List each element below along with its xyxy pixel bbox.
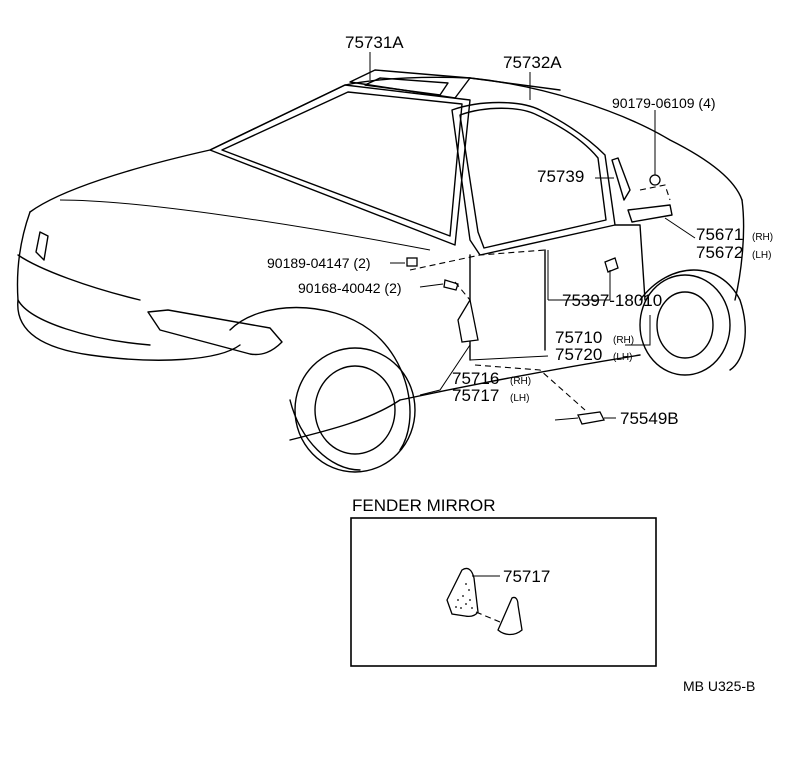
inset-title: FENDER MIRROR [352, 496, 496, 515]
label-75671: 75671 [696, 225, 743, 244]
label-75549B: 75549B [620, 409, 679, 428]
label-75672: 75672 [696, 243, 743, 262]
label-75672-side: (LH) [752, 250, 771, 261]
label-90168-40042: 90168-40042 (2) [298, 280, 402, 296]
label-75716-side: (RH) [510, 376, 531, 387]
leader-lines [369, 52, 696, 421]
car-body-drawing [16, 69, 746, 473]
small-parts [406, 174, 661, 425]
label-75732A: 75732A [503, 53, 562, 72]
inset-mirror-drawing [446, 567, 523, 636]
label-75717-side: (LH) [510, 393, 529, 404]
label-75671-side: (RH) [752, 232, 773, 243]
inset-frame [350, 517, 657, 667]
label-75739: 75739 [537, 167, 584, 186]
label-75720: 75720 [555, 345, 602, 364]
label-90189-04147: 90189-04147 (2) [267, 255, 371, 271]
label-90179-06109: 90179-06109 (4) [612, 95, 716, 111]
inset-label-75717: 75717 [503, 567, 550, 586]
label-75716: 75716 [452, 369, 499, 388]
diagram-code: MB U325-B [683, 678, 755, 694]
label-75720-side: (LH) [613, 352, 632, 363]
label-75717: 75717 [452, 386, 499, 405]
label-75710-side: (RH) [613, 335, 634, 346]
label-75710: 75710 [555, 328, 602, 347]
label-75731A: 75731A [345, 33, 404, 52]
label-75397-18010: 75397-18010 [562, 291, 662, 310]
